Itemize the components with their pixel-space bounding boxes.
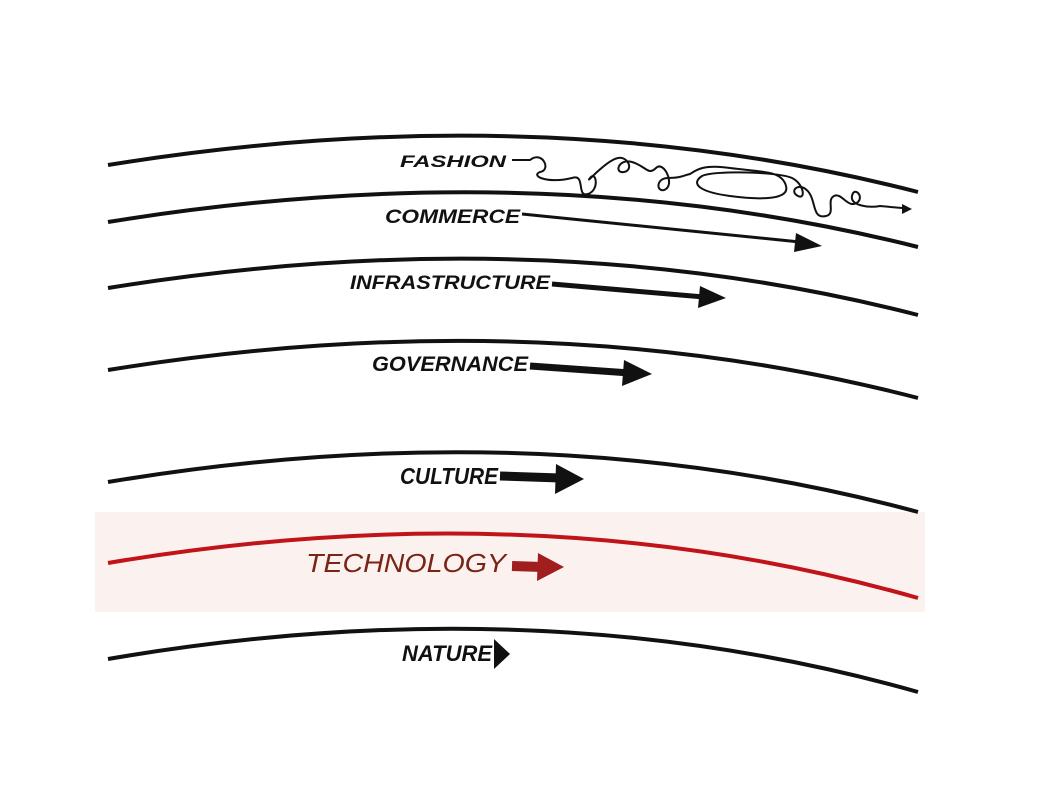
- boundary-line-7: [107, 626, 919, 694]
- layer-label-commerce: COMMERCE: [385, 207, 522, 228]
- boundary-line-5: [107, 450, 919, 514]
- technology-arrow: [511, 553, 564, 581]
- boundary-line-2: [107, 190, 919, 249]
- infrastructure-arrow: [551, 281, 726, 308]
- boundary-line-3: [107, 256, 919, 317]
- boundary-line-4: [107, 338, 919, 400]
- layer-label-technology: TECHNOLOGY: [306, 548, 508, 578]
- boundary-line-technology: [107, 531, 919, 600]
- technology-highlight-band: [95, 512, 925, 612]
- commerce-arrow: [521, 212, 822, 252]
- boundary-line-1: [107, 133, 919, 194]
- layer-label-governance: GOVERNANCE: [372, 353, 529, 376]
- culture-arrow: [499, 464, 584, 494]
- governance-arrow: [529, 360, 652, 386]
- layer-label-culture: CULTURE: [400, 463, 499, 489]
- layer-label-fashion: FASHION: [400, 152, 507, 171]
- nature-arrow: [494, 639, 510, 669]
- layer-label-infrastructure: INFRASTRUCTURE: [350, 273, 552, 294]
- fashion-squiggle-arrow: [512, 156, 912, 218]
- layer-label-nature: NATURE: [402, 641, 493, 666]
